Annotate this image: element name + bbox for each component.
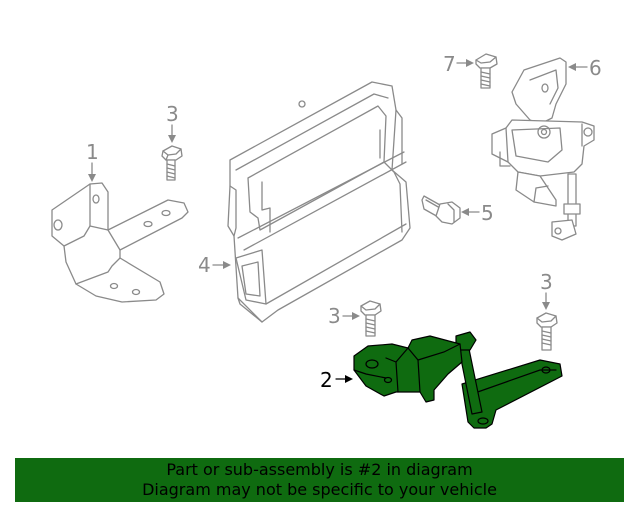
part-1-bracket	[51, 182, 189, 303]
bolt-5	[421, 195, 461, 225]
banner-line-1: Part or sub-assembly is #2 in diagram	[166, 460, 473, 479]
callout-3-lower-right: 3	[540, 270, 553, 294]
banner-line-2: Diagram may not be specific to your vehi…	[142, 480, 497, 499]
callout-3-lower-middle: 3	[328, 304, 341, 328]
callout-6: 6	[589, 56, 602, 80]
callout-3-upper-left-arrow	[168, 135, 176, 143]
banner-background	[15, 458, 624, 502]
callout-3-upper-left: 3	[166, 102, 179, 126]
part-2-height-sensor	[353, 331, 563, 429]
info-banner: Part or sub-assembly is #2 in diagram Di…	[15, 458, 624, 502]
bolt-3-lower-middle	[360, 300, 382, 337]
callout-4: 4	[198, 253, 211, 277]
callout-7: 7	[443, 52, 456, 76]
callout-1: 1	[86, 140, 99, 164]
callout-5-arrow	[461, 208, 469, 216]
callout-2: 2	[320, 368, 333, 392]
callout-3-lower-right-arrow	[542, 302, 550, 310]
callout-2-arrow	[345, 375, 353, 383]
callout-3-lower-middle-arrow	[352, 312, 360, 320]
part-4-control-module	[227, 81, 411, 323]
bolt-3-lower-right	[536, 312, 558, 351]
callout-4-arrow	[223, 261, 231, 269]
callout-5: 5	[481, 201, 494, 225]
callout-6-arrow	[568, 63, 576, 71]
callout-7-arrow	[466, 59, 474, 67]
part-6-sensor-bracket	[491, 57, 595, 241]
bolt-3-upper-left	[161, 145, 183, 181]
callout-1-arrow	[88, 174, 96, 182]
bolt-7-top	[475, 53, 498, 89]
